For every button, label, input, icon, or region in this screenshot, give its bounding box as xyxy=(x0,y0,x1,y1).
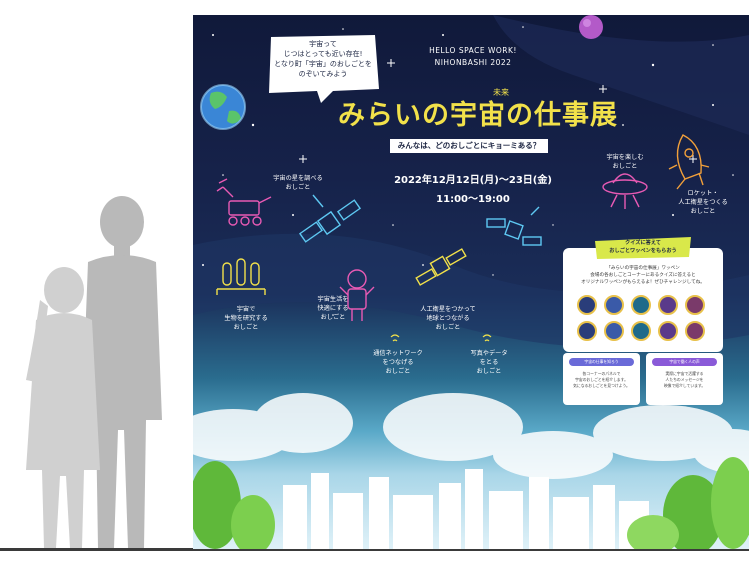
event-time: 11:00～19:00 xyxy=(436,194,510,205)
rover-icon xyxy=(216,178,272,226)
satellite-small-icon xyxy=(486,206,542,246)
quiz-description-line: 「みらいの宇宙の仕事展」ワッペン xyxy=(606,266,680,271)
city-skyline xyxy=(283,469,649,549)
job-label-line: 宇宙生活を xyxy=(317,296,349,303)
info-card-line: 気になるおしごとを見つけよう。 xyxy=(573,383,630,388)
job-label-enjoy: 宇宙を楽しむ おしごと xyxy=(585,153,665,171)
job-label-line: 生物を研究する xyxy=(224,315,268,322)
job-label-line: おしごと xyxy=(612,163,638,170)
quiz-heading-line: クイズに答えて xyxy=(625,240,661,246)
dish-satellite-icon xyxy=(415,248,467,286)
job-label-line: 宇宙を楽しむ xyxy=(606,154,644,161)
job-label-line: 人工衛星をつかって xyxy=(420,306,476,313)
title-ruby: 未来 xyxy=(493,88,509,97)
info-card-line: 映像で紹介しています。 xyxy=(663,383,706,388)
job-label-line: 地球とつながる xyxy=(426,315,470,322)
patch-badge xyxy=(631,321,651,341)
speech-bubble-text: 宇宙って じつはとっても近い存在! となり町「宇宙」のおしごとを のぞいてみよう xyxy=(263,39,383,79)
job-label-network: 通信ネットワーク をつなげる おしごと xyxy=(353,349,443,376)
job-label-stars: 宇宙の星を調べる おしごと xyxy=(253,174,343,192)
patch-badge xyxy=(604,321,624,341)
info-card-text: 実際に宇宙で活躍する 人たちのメッセージを 映像で紹介しています。 xyxy=(651,371,718,389)
job-label-line: おしごと xyxy=(476,368,502,375)
visitor-silhouettes xyxy=(26,196,162,548)
patch-badge xyxy=(577,321,597,341)
exhibit-panel: 宇宙って じつはとっても近い存在! となり町「宇宙」のおしごとを のぞいてみよう… xyxy=(193,15,749,549)
job-label-line: 宇宙で xyxy=(236,306,256,313)
patch-badge xyxy=(604,295,624,315)
info-card-line: 実際に宇宙で活躍する xyxy=(665,371,704,376)
job-label-line: をとる xyxy=(479,359,499,366)
job-label-photo: 写真やデータ をとる おしごと xyxy=(449,349,529,376)
info-card-line: 宇宙のおしごとを紹介します。 xyxy=(575,377,628,382)
signal-icon xyxy=(390,334,492,342)
patch-badge xyxy=(685,295,705,315)
info-card: 宇宙で働く人の声 実際に宇宙で活躍する 人たちのメッセージを 映像で紹介していま… xyxy=(646,353,723,405)
bubble-line: 宇宙って xyxy=(309,40,337,48)
eyebrow-line: NIHONBASHI 2022 xyxy=(434,58,512,67)
question-banner: みんなは、どのおしごとにキョーミある？ xyxy=(390,139,548,153)
info-card-heading: 宇宙の仕事を知ろう xyxy=(569,358,634,366)
event-date: 2022年12月12日(月)～23日(金) xyxy=(394,175,552,186)
patch-badge xyxy=(658,295,678,315)
bubble-line: のぞいてみよう xyxy=(298,70,348,78)
info-card: 宇宙の仕事を知ろう 各コーナーのパネルで 宇宙のおしごとを紹介します。 気になる… xyxy=(563,353,640,405)
sparkles xyxy=(299,59,697,163)
floor-line xyxy=(0,548,749,551)
quiz-description-line: 会場の各おしごとコーナーにあるクイズに答えると xyxy=(590,273,696,278)
clouds xyxy=(193,393,749,479)
patch-badge xyxy=(685,321,705,341)
info-card-heading: 宇宙で働く人の声 xyxy=(652,358,717,366)
job-label-line: 写真やデータ xyxy=(470,350,508,357)
eyebrow-line: HELLO SPACE WORK! xyxy=(429,46,517,55)
quiz-card-description: 「みらいの宇宙の仕事展」ワッペン 会場の各おしごとコーナーにあるクイズに答えると… xyxy=(571,265,715,286)
job-label-line: 快適にする xyxy=(317,305,349,312)
job-label-line: おしごと xyxy=(320,314,346,321)
job-label-line: おしごと xyxy=(285,184,311,191)
test-tubes-icon xyxy=(216,258,266,295)
job-label-comfort: 宇宙生活を 快適にする おしごと xyxy=(293,295,373,322)
page-title: みらいの宇宙の仕事展 xyxy=(338,100,618,131)
speech-bubble xyxy=(269,35,379,103)
patch-badge xyxy=(577,295,597,315)
job-label-line: 通信ネットワーク xyxy=(373,350,423,357)
bubble-line: じつはとっても近い存在! xyxy=(283,50,363,58)
job-label-line: 人工衛星をつくる xyxy=(678,199,728,206)
rocket-icon xyxy=(668,134,710,190)
quiz-description-line: オリジナルワッペンがもらえるよ！ぜひチャレンジしてね。 xyxy=(581,280,705,285)
info-card-line: 人たちのメッセージを xyxy=(665,377,704,382)
satellite-icon xyxy=(298,194,362,243)
patch-badge xyxy=(658,321,678,341)
planet-icon xyxy=(579,15,603,39)
patch-badge xyxy=(631,295,651,315)
ufo-icon xyxy=(602,173,648,209)
patch-badges xyxy=(573,293,713,345)
job-label-rocket: ロケット・ 人工衛星をつくる おしごと xyxy=(663,189,743,216)
info-card-text: 各コーナーのパネルで 宇宙のおしごとを紹介します。 気になるおしごとを見つけよう… xyxy=(568,371,635,389)
quiz-card-heading: クイズに答えて おしごとワッペンをもらおう xyxy=(595,239,691,255)
bubble-line: となり町「宇宙」のおしごとを xyxy=(274,60,372,68)
quiz-heading-line: おしごとワッペンをもらおう xyxy=(609,248,677,254)
job-label-line: ロケット・ xyxy=(687,190,719,197)
trees xyxy=(193,457,749,549)
event-eyebrow: HELLO SPACE WORK! NIHONBASHI 2022 xyxy=(413,45,533,69)
job-label-connect: 人工衛星をつかって 地球とつながる おしごと xyxy=(403,305,493,332)
job-label-line: 宇宙の星を調べる xyxy=(273,175,323,182)
job-label-line: をつなげる xyxy=(382,359,414,366)
job-label-line: おしごと xyxy=(233,324,259,331)
job-label-line: おしごと xyxy=(690,208,716,215)
earth-icon xyxy=(200,84,246,130)
astronaut-icon xyxy=(339,269,375,321)
job-label-line: おしごと xyxy=(435,324,461,331)
job-label-research: 宇宙で 生物を研究する おしごと xyxy=(201,305,291,332)
info-card-line: 各コーナーのパネルで xyxy=(582,371,621,376)
job-label-line: おしごと xyxy=(385,368,411,375)
quiz-card-ribbon xyxy=(595,237,691,259)
